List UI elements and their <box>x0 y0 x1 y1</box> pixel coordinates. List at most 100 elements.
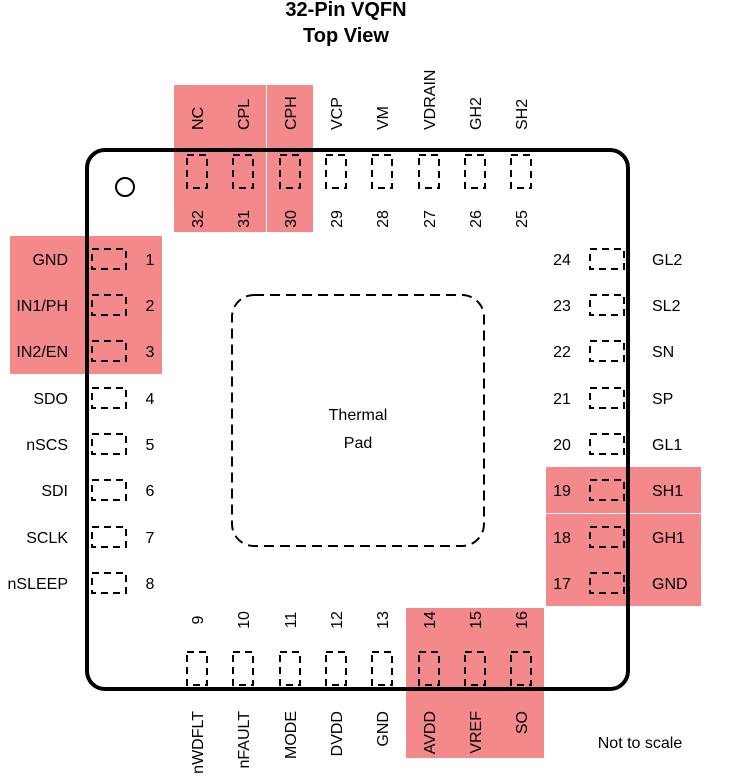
highlight-pin-16 <box>498 608 544 758</box>
pin-22-pad <box>589 340 625 362</box>
pin-5-name: nSCS <box>26 437 68 454</box>
pin-1-name: GND <box>32 252 68 269</box>
pin-6-name: SDI <box>41 483 68 500</box>
pin-30-name: CPH <box>283 96 300 130</box>
pin-22-number: 22 <box>553 344 571 361</box>
pin-28-name: VM <box>375 106 392 130</box>
pin-9-pad <box>186 651 208 686</box>
pin-6-number: 6 <box>146 483 155 500</box>
title-line-2: Top View <box>303 25 389 47</box>
pin-5-pad <box>91 433 127 455</box>
pin-25-pad <box>510 154 532 189</box>
pin-27-pad <box>418 154 440 189</box>
highlight-layer <box>10 85 701 758</box>
pin-20-number: 20 <box>553 437 571 454</box>
thermal-pad-label-line-1: Thermal <box>329 407 388 424</box>
pin-2-name: IN1/PH <box>16 298 68 315</box>
pin-29-name: VCP <box>329 97 346 130</box>
pin-23-pad <box>589 294 625 316</box>
pin1-marker <box>115 177 135 197</box>
pin-10-name: nFAULT <box>236 711 253 769</box>
pin-21-number: 21 <box>553 391 571 408</box>
pin-20-pad <box>589 433 625 455</box>
highlight-pin-30 <box>267 85 313 232</box>
pin-13-pad <box>371 651 393 686</box>
pin-15-pad <box>464 651 486 686</box>
pin-8-name: nSLEEP <box>8 576 68 593</box>
pin-7-name: SCLK <box>26 530 68 547</box>
pin-4-name: SDO <box>33 391 68 408</box>
pin-21-name: SP <box>652 391 673 408</box>
highlight-pin-31 <box>220 85 266 232</box>
pin-25-name: SH2 <box>514 99 531 130</box>
highlight-pin-14 <box>406 608 452 758</box>
pin-15-number: 15 <box>468 611 485 629</box>
pin-8-number: 8 <box>146 576 155 593</box>
pin-1-number: 1 <box>146 252 155 269</box>
pin-20-name: GL1 <box>652 437 682 454</box>
pin-14-number: 14 <box>422 611 439 629</box>
highlight-pin-19 <box>546 467 701 513</box>
pin-28-number: 28 <box>375 210 392 228</box>
pin-19-pad <box>589 479 625 501</box>
pin-7-pad <box>91 526 127 548</box>
pin-24-number: 24 <box>553 252 571 269</box>
pin-32-number: 32 <box>190 210 207 228</box>
pin-28-pad <box>371 154 393 189</box>
pin-18-pad <box>589 526 625 548</box>
pin-25-number: 25 <box>514 210 531 228</box>
pin-8-pad <box>91 572 127 594</box>
pin-11-name: MODE <box>283 711 300 759</box>
title-line-1: 32-Pin VQFN <box>285 0 406 21</box>
highlight-pin-15 <box>452 608 498 758</box>
pin-4-number: 4 <box>146 391 155 408</box>
pin-29-pad <box>325 154 347 189</box>
pin-22-name: SN <box>652 344 674 361</box>
pin-31-number: 31 <box>236 210 253 228</box>
pin-27-name: VDRAIN <box>422 70 439 130</box>
pin-3-number: 3 <box>146 344 155 361</box>
pin-18-number: 18 <box>553 530 571 547</box>
pin-26-pad <box>464 154 486 189</box>
pin-9-number: 9 <box>190 615 207 624</box>
pin-23-name: SL2 <box>652 298 681 315</box>
pin-11-number: 11 <box>283 612 300 629</box>
pin-17-pad <box>589 572 625 594</box>
pin-24-name: GL2 <box>652 252 682 269</box>
thermal-pad <box>231 294 485 547</box>
pin-26-number: 26 <box>468 210 485 228</box>
pin-2-pad <box>91 294 127 316</box>
pin-15-name: VREF <box>468 711 485 754</box>
pin-17-name: GND <box>652 576 688 593</box>
pin-14-pad <box>418 651 440 686</box>
pin-4-pad <box>91 387 127 409</box>
pin-10-number: 10 <box>236 611 253 629</box>
pin-32-pad <box>186 154 208 189</box>
pin-9-name: nWDFLT <box>190 711 207 774</box>
pin-31-name: CPL <box>236 99 253 130</box>
pin-31-pad <box>232 154 254 189</box>
pin-12-number: 12 <box>329 611 346 629</box>
pin-18-name: GH1 <box>652 530 685 547</box>
pin-16-number: 16 <box>514 611 531 629</box>
pin-17-number: 17 <box>553 576 571 593</box>
pin-16-pad <box>510 651 532 686</box>
pin-12-pad <box>325 651 347 686</box>
pin-13-number: 13 <box>375 611 392 629</box>
pin-1-pad <box>91 248 127 270</box>
not-to-scale-note: Not to scale <box>598 735 683 752</box>
pin-11-pad <box>279 651 301 686</box>
highlight-pin-17 <box>546 560 701 606</box>
pin-21-pad <box>589 387 625 409</box>
pin-32-name: NC <box>190 107 207 130</box>
highlight-pin-32 <box>174 85 220 232</box>
pin-23-number: 23 <box>553 298 571 315</box>
pin-13-name: GND <box>375 711 392 747</box>
thermal-pad-label-line-2: Pad <box>344 435 372 452</box>
pin-19-name: SH1 <box>652 483 683 500</box>
pin-3-name: IN2/EN <box>16 344 68 361</box>
pin-3-pad <box>91 340 127 362</box>
pin-12-name: DVDD <box>329 711 346 756</box>
highlight-pin-18 <box>546 514 701 560</box>
